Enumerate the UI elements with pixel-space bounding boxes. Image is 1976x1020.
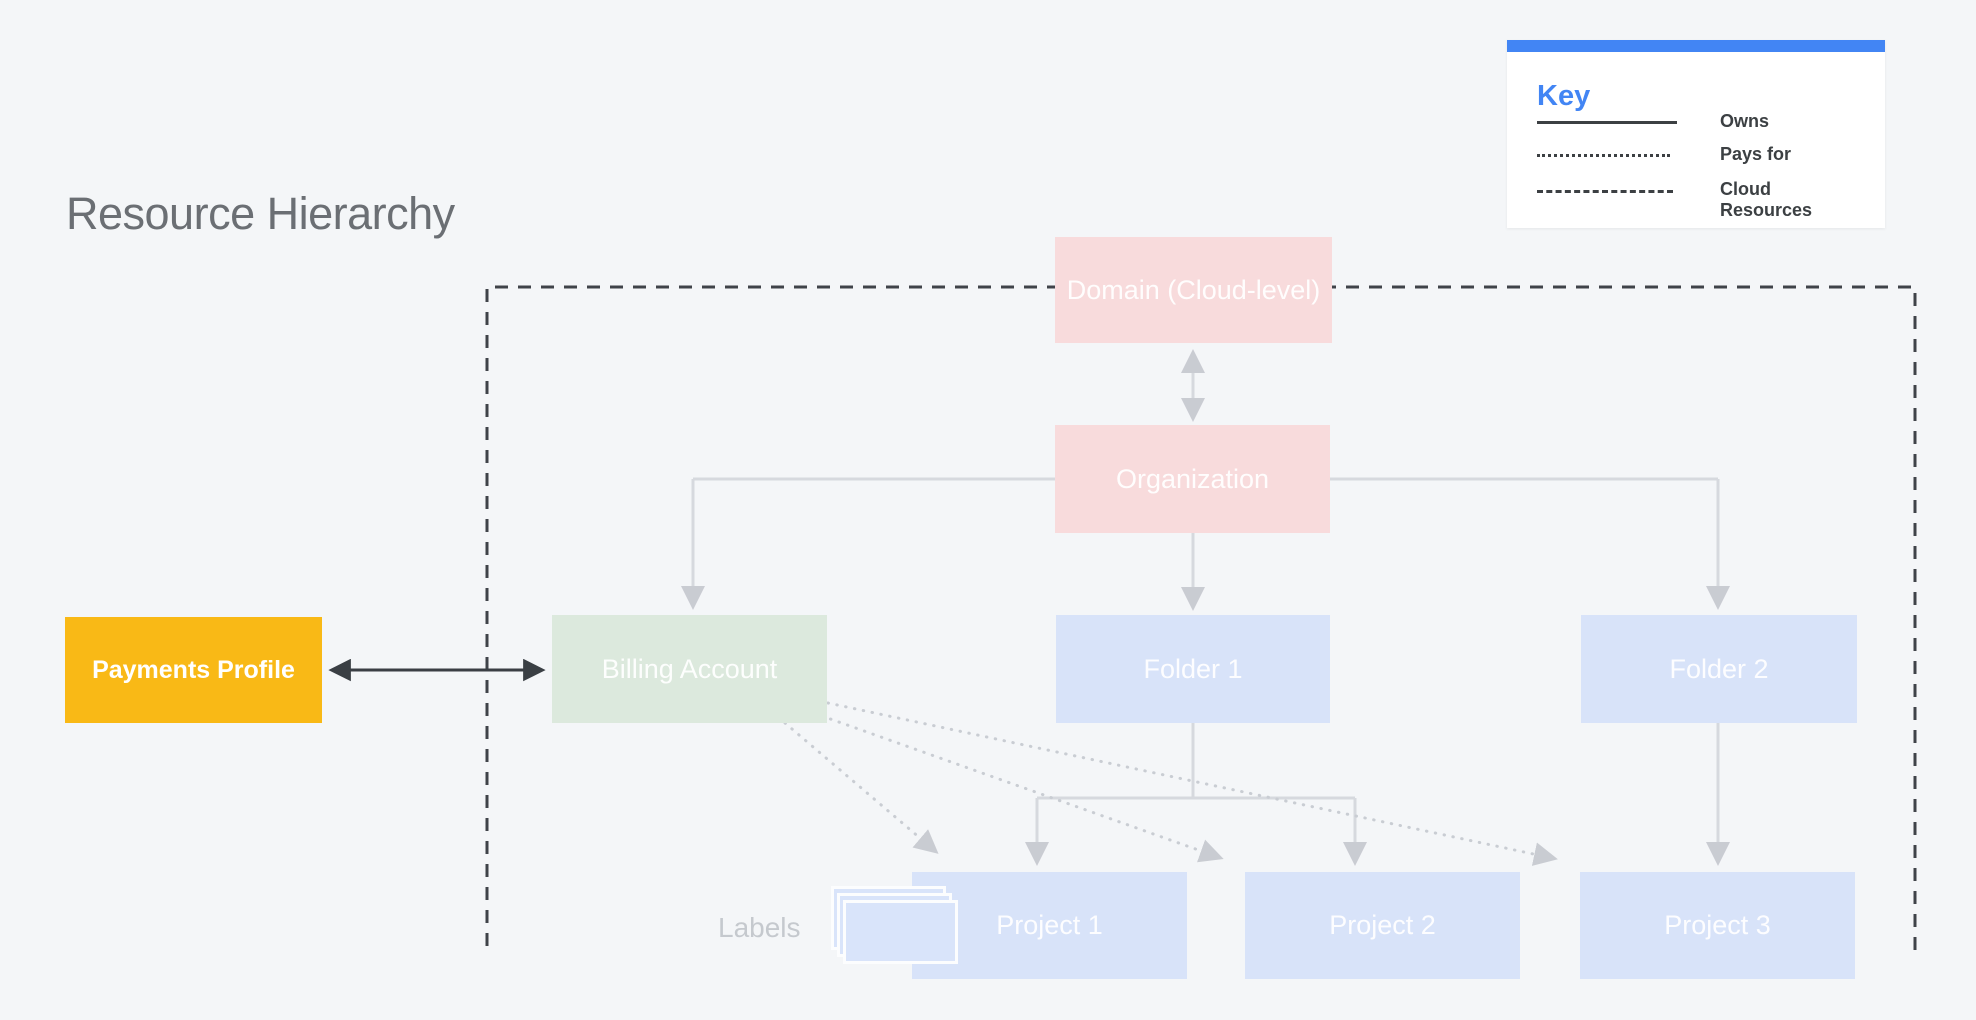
node-project3-label: Project 3 <box>1664 910 1771 940</box>
legend-title: Key <box>1537 80 1591 112</box>
legend-accent-bar <box>1507 40 1885 52</box>
node-payments-profile: Payments Profile <box>65 617 322 723</box>
cloud-resources-boundary-dashed <box>485 285 1917 953</box>
folder1-branch-lines <box>1037 723 1355 800</box>
node-folder1: Folder 1 <box>1056 615 1330 723</box>
hierarchy-connectors <box>681 349 1730 866</box>
node-billing-account: Billing Account <box>552 615 827 723</box>
node-payments-profile-label: Payments Profile <box>92 655 295 684</box>
pays-for-connectors <box>783 701 1558 866</box>
page-title: Resource Hierarchy <box>66 188 455 239</box>
billing-pays-project1-dotted-arrow <box>783 721 939 854</box>
node-folder1-label: Folder 1 <box>1143 653 1243 684</box>
node-organization: Organization <box>1055 425 1330 533</box>
node-project2-label: Project 2 <box>1329 910 1436 940</box>
node-organization-label: Organization <box>1115 463 1270 494</box>
labels-stack-card-front <box>843 900 958 964</box>
legend-label-pays-for: Pays for <box>1720 144 1792 164</box>
node-project2: Project 2 <box>1245 872 1520 979</box>
legend-solid-line-sample <box>1537 121 1677 124</box>
node-folder2: Folder 2 <box>1581 615 1857 723</box>
node-project1-label: Project 1 <box>996 910 1103 940</box>
labels-stack-icon <box>831 886 961 968</box>
labels-caption: Labels <box>718 912 801 943</box>
legend-label-cloud-resources: Cloud Resources <box>1720 179 1813 220</box>
node-project3: Project 3 <box>1580 872 1855 979</box>
node-domain-label: Domain (Cloud-level) <box>1066 274 1321 305</box>
legend-dashed-line-sample <box>1537 190 1673 193</box>
legend-label-owns: Owns <box>1720 111 1770 131</box>
node-folder2-label: Folder 2 <box>1669 653 1769 684</box>
node-domain: Domain (Cloud-level) <box>1055 237 1332 343</box>
legend-card: Key Owns Pays for Cloud Resources <box>1507 40 1885 228</box>
node-billing-account-label: Billing Account <box>601 653 778 684</box>
legend-dotted-line-sample <box>1537 154 1670 157</box>
billing-pays-project2-dotted-arrow <box>820 714 1224 863</box>
billing-pays-project3-dotted-arrow <box>826 701 1558 866</box>
